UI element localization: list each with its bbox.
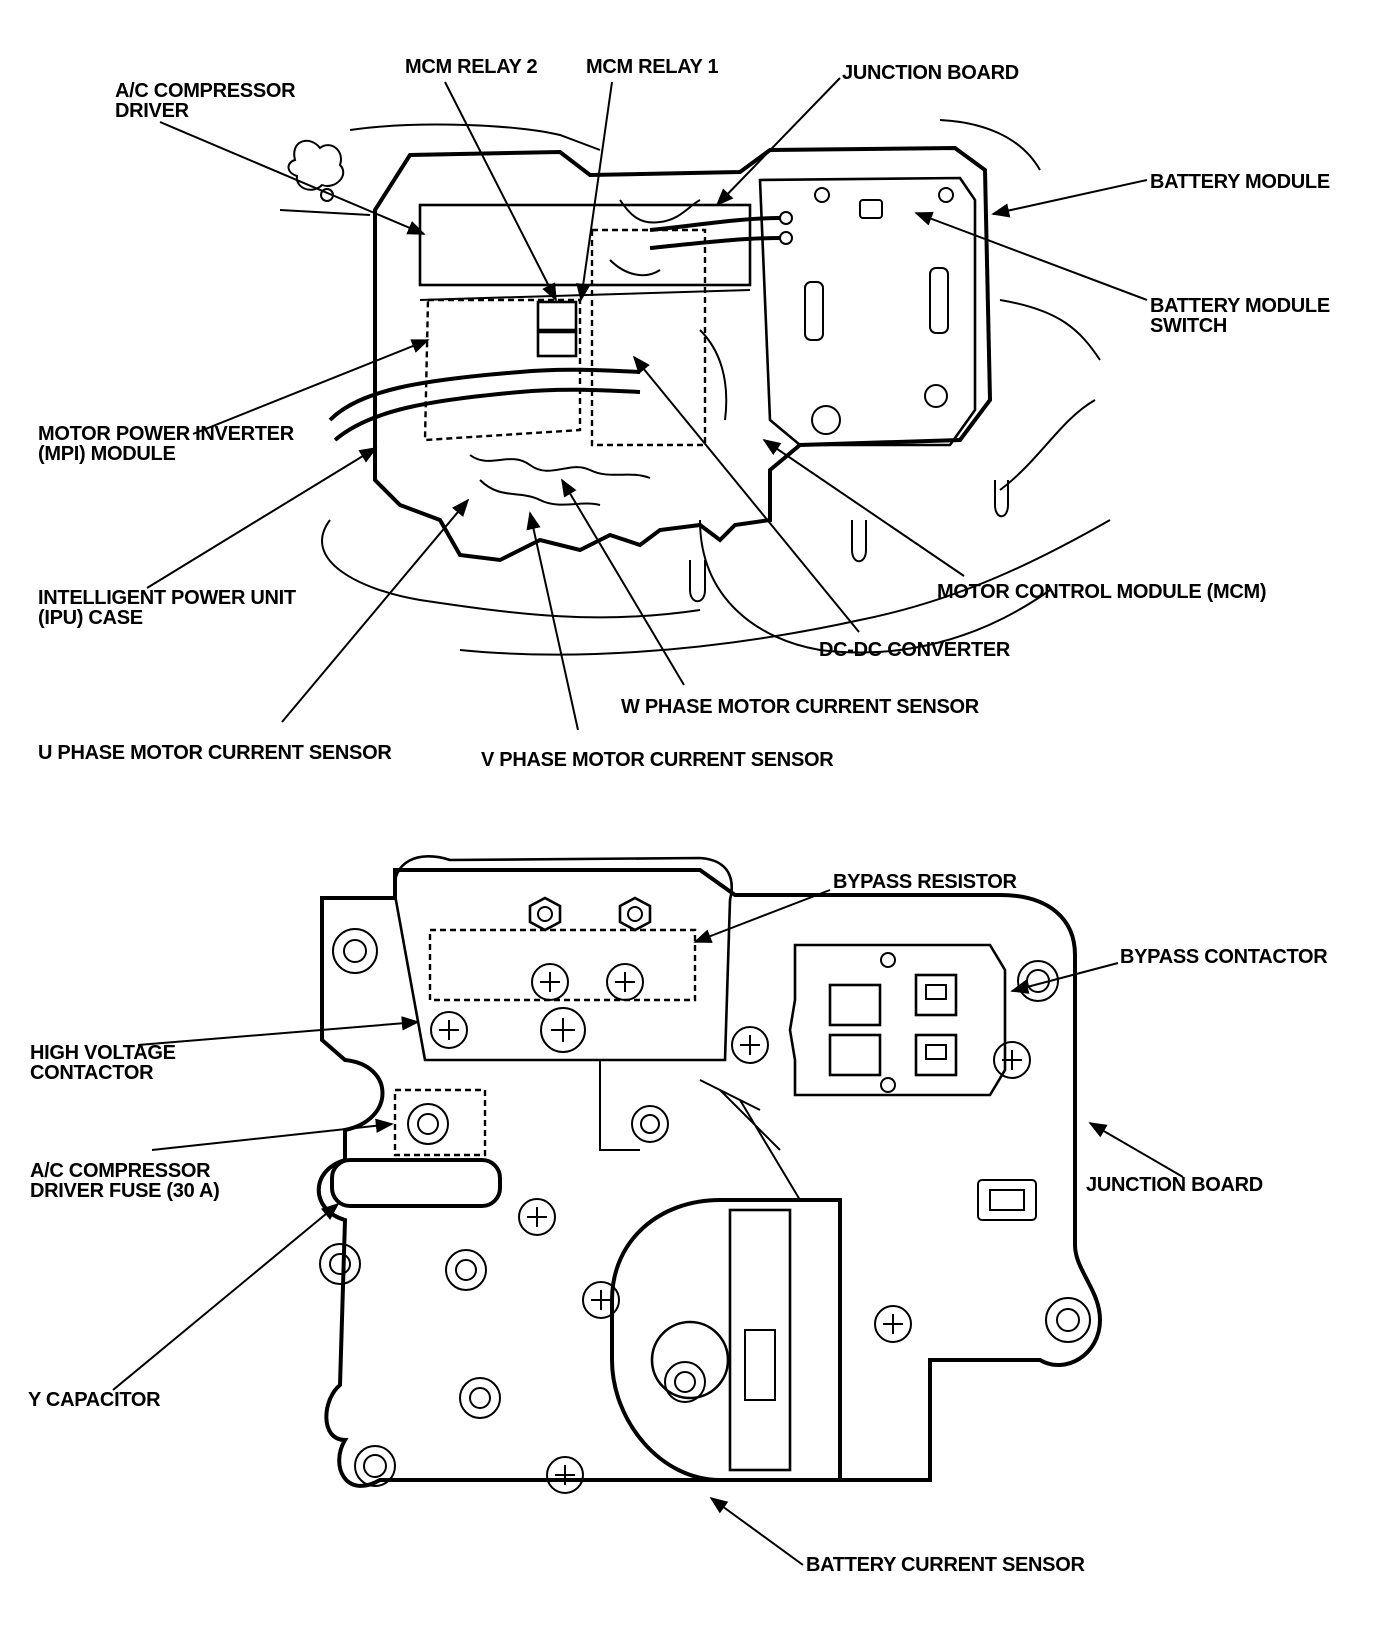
label-u-phase-sensor: U PHASE MOTOR CURRENT SENSOR (38, 742, 392, 764)
label-ac-compressor-driver: A/C COMPRESSOR DRIVER (115, 80, 296, 122)
label-ipu-case: INTELLIGENT POWER UNIT (IPU) CASE (38, 587, 296, 629)
label-battery-module: BATTERY MODULE (1150, 171, 1330, 193)
top-leader-lines (146, 77, 1148, 731)
label-v-phase-sensor: V PHASE MOTOR CURRENT SENSOR (481, 749, 834, 771)
label-battery-current-sensor: BATTERY CURRENT SENSOR (806, 1554, 1085, 1576)
label-battery-module-switch: BATTERY MODULE SWITCH (1150, 295, 1330, 337)
label-y-capacitor: Y CAPACITOR (28, 1389, 161, 1411)
bottom-junction-board-drawing (316, 855, 1103, 1494)
label-bypass-resistor: BYPASS RESISTOR (833, 871, 1017, 893)
label-junction-board-bottom: JUNCTION BOARD (1086, 1174, 1263, 1196)
label-dcdc-converter: DC-DC CONVERTER (819, 639, 1011, 661)
label-high-voltage-contactor: HIGH VOLTAGE CONTACTOR (30, 1042, 176, 1084)
label-mcm-relay-1: MCM RELAY 1 (586, 56, 719, 78)
label-ac-compressor-driver-fuse: A/C COMPRESSOR DRIVER FUSE (30 A) (30, 1160, 220, 1202)
bottom-leader-lines (112, 889, 1184, 1566)
label-mpi-module: MOTOR POWER INVERTER (MPI) MODULE (38, 423, 294, 465)
label-mcm: MOTOR CONTROL MODULE (MCM) (937, 581, 1267, 603)
label-mcm-relay-2: MCM RELAY 2 (405, 56, 538, 78)
label-w-phase-sensor: W PHASE MOTOR CURRENT SENSOR (621, 696, 979, 718)
label-junction-board-top: JUNCTION BOARD (842, 62, 1019, 84)
label-bypass-contactor: BYPASS CONTACTOR (1120, 946, 1328, 968)
